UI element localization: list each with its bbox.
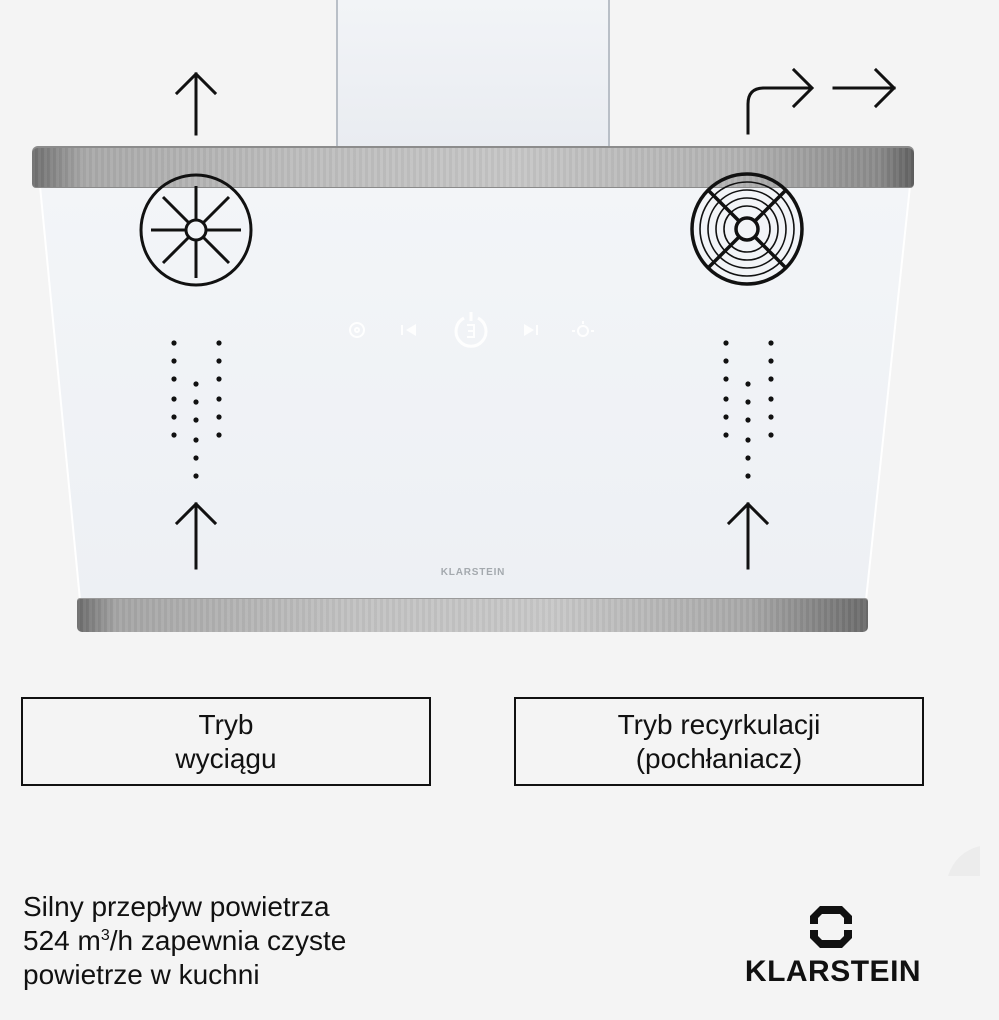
hood-control-panel [349, 312, 594, 348]
klarstein-logo-icon [810, 906, 852, 948]
decorative-corner-shape [948, 846, 980, 876]
hood-steel-bottom-trim [77, 598, 868, 632]
recirculation-mode-line1: Tryb recyrkulacji [617, 708, 821, 740]
skip-back-icon[interactable] [401, 324, 416, 336]
exhaust-mode-line1: Tryb [198, 708, 254, 740]
recirculation-arrows-icon [746, 67, 897, 135]
brand-name: KLARSTEIN [744, 955, 922, 988]
recirculation-mode-label-box: Tryb recyrkulacji (pochłaniacz) [514, 697, 924, 786]
hood-chimney [336, 0, 610, 146]
skip-forward-icon[interactable] [524, 324, 538, 336]
exhaust-up-arrow-icon [174, 71, 218, 136]
exhaust-mode-label-box: Tryb wyciągu [21, 697, 431, 786]
hood-brand-label: KLARSTEIN [440, 567, 506, 578]
fan-exhaust-icon [139, 173, 253, 287]
tagline: Silny przepływ powietrza 524 m3/h zapewn… [23, 890, 483, 992]
power-icon[interactable] [454, 312, 488, 348]
tagline-line2: 524 m3/h zapewnia czyste [23, 925, 347, 956]
intake-up-arrow-right-icon [726, 501, 770, 570]
airflow-dots-left [171, 340, 222, 479]
exhaust-mode-line2: wyciągu [175, 742, 277, 774]
clock-icon[interactable] [349, 322, 365, 338]
light-icon[interactable] [572, 321, 594, 337]
hood-steel-top-trim [32, 146, 914, 188]
recirculation-mode-line2: (pochłaniacz) [635, 742, 803, 774]
tagline-line1: Silny przepływ powietrza [23, 891, 330, 922]
fan-filter-icon [690, 172, 804, 286]
tagline-line3: powietrze w kuchni [23, 959, 260, 990]
intake-up-arrow-left-icon [174, 501, 218, 570]
airflow-dots-right [723, 340, 774, 479]
